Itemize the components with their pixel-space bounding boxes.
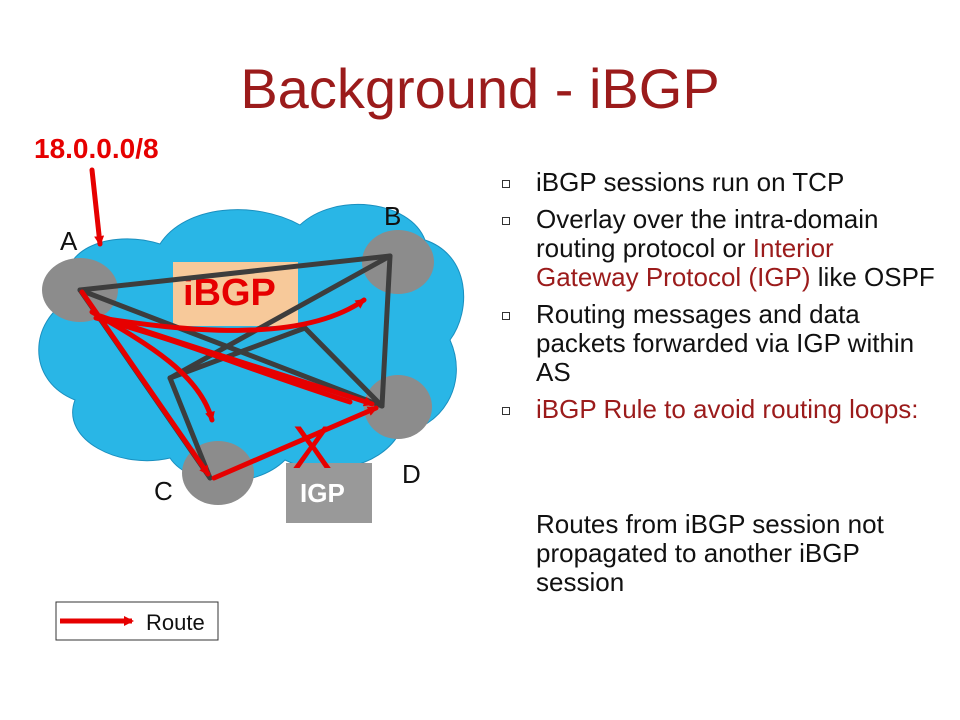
- igp-label: IGP: [300, 478, 345, 508]
- blocked-session-mark: X: [292, 414, 332, 481]
- node-label-d: D: [402, 459, 421, 489]
- legend-label: Route: [146, 610, 205, 635]
- node-label-c: C: [154, 476, 173, 506]
- bullet-text: Overlay over the intra-domain routing pr…: [536, 204, 879, 263]
- bullet-item: Routing messages and data packets forwar…: [500, 300, 940, 387]
- bullet-square-icon: [502, 312, 510, 320]
- bullet-item: iBGP Rule to avoid routing loops:: [500, 395, 940, 424]
- bullet-text-highlight: Interior Gateway Protocol (IGP): [536, 233, 834, 292]
- route-c-to-d: [211, 405, 379, 481]
- node-label-b: B: [384, 201, 401, 231]
- bullet-list: iBGP sessions run on TCP Overlay over th…: [500, 168, 940, 432]
- legend: Route: [55, 601, 219, 641]
- bullet-item: Overlay over the intra-domain routing pr…: [500, 205, 940, 292]
- bullet-item: iBGP sessions run on TCP: [500, 168, 940, 197]
- bullet-text: Routing messages and data packets forwar…: [536, 299, 915, 387]
- router-b: [362, 230, 434, 294]
- bullet-square-icon: [502, 180, 510, 188]
- routes: [79, 167, 379, 481]
- route-announcement-arrow: [89, 167, 105, 247]
- prefix-label: 18.0.0.0/8: [34, 133, 159, 164]
- route-a-curve: [93, 315, 353, 405]
- bullet-square-icon: [502, 407, 510, 415]
- igp-label-box: [286, 463, 372, 523]
- ibgp-rule-text: Routes from iBGP session not propagated …: [536, 509, 884, 597]
- slide-title: Background - iBGP: [240, 57, 720, 120]
- ibgp-sessions: [77, 253, 393, 481]
- bullet-text-highlight: iBGP Rule to avoid routing loops:: [536, 394, 919, 424]
- bullet-text: like OSPF: [810, 262, 935, 292]
- route-a-to-c-curve: [89, 309, 215, 423]
- bullet-square-icon: [502, 217, 510, 225]
- route-a-to-b: [97, 297, 367, 333]
- bullet-text: iBGP sessions run on TCP: [536, 167, 845, 197]
- node-label-a: A: [60, 226, 78, 256]
